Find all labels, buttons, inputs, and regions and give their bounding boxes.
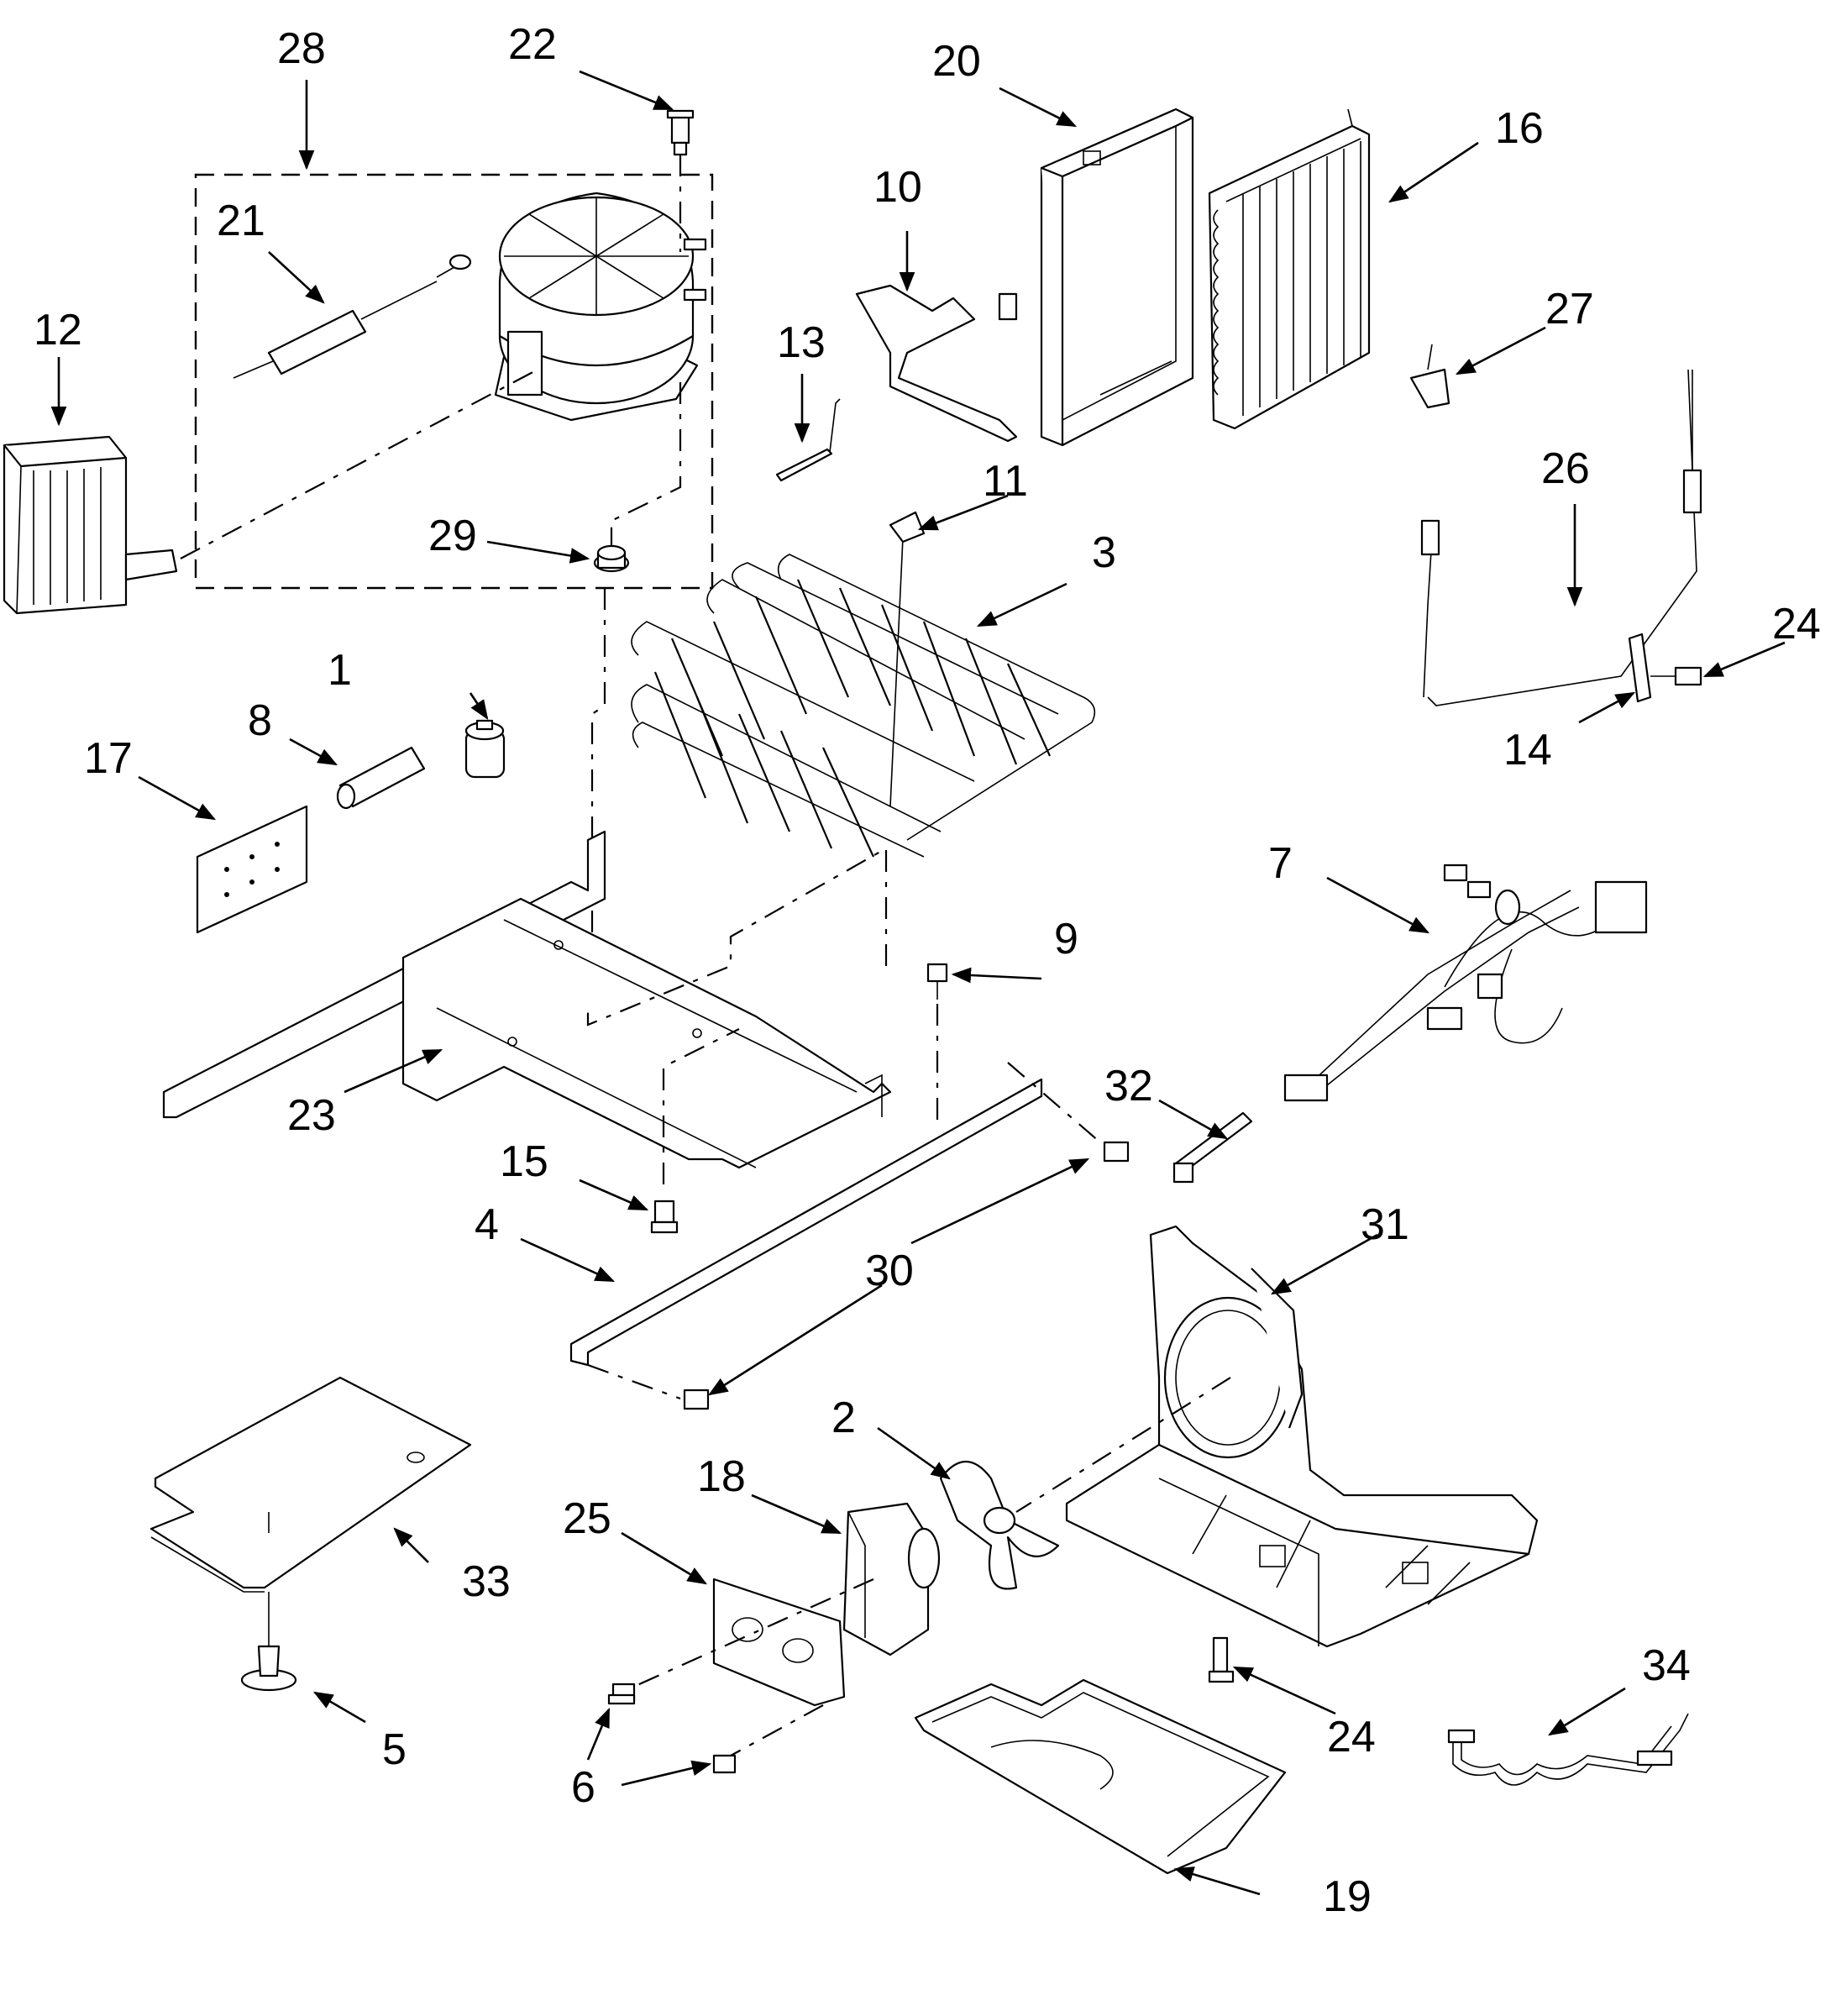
callout-11: 11 [983, 457, 1028, 506]
callout-15: 15 [500, 1137, 548, 1186]
callout-32: 32 [1104, 1062, 1153, 1110]
drain-pan-part [914, 1678, 1287, 1875]
screw-6b-part [712, 1754, 737, 1774]
tube-13-part [775, 398, 841, 482]
screw-22-part [666, 109, 695, 252]
callout-18: 18 [697, 1452, 746, 1501]
callout-28: 28 [277, 24, 326, 73]
callout-8: 8 [248, 696, 272, 745]
cable-tie-part [1172, 1111, 1253, 1184]
cover-panel-part [150, 1376, 472, 1651]
leader-arrows [50, 70, 1786, 1896]
callout-12: 12 [34, 306, 82, 354]
grommet-part [593, 544, 630, 573]
callout-24a: 24 [1772, 600, 1821, 648]
callout-10: 10 [873, 163, 922, 212]
frame-rail-part [162, 830, 892, 1169]
callout-25: 25 [563, 1494, 611, 1543]
clip-part [1409, 344, 1450, 409]
callout-23: 23 [287, 1091, 336, 1140]
start-device-part [233, 254, 472, 379]
callout-3: 3 [1092, 528, 1116, 577]
wire-harness-part [1283, 864, 1648, 1102]
callout-7: 7 [1268, 839, 1293, 888]
callout-1: 1 [328, 646, 352, 695]
screw-30b-part [587, 1363, 710, 1410]
tube-insulation-part [336, 746, 426, 810]
heater-part [1447, 1713, 1689, 1786]
callout-2: 2 [831, 1394, 856, 1442]
callout-14: 14 [1503, 726, 1552, 774]
screw-24-part [1208, 1636, 1235, 1683]
rail-part [569, 1074, 1043, 1367]
fan-motor-part [842, 1502, 941, 1656]
pad-17-part [196, 805, 308, 934]
callout-9: 9 [1054, 915, 1078, 963]
callout-4: 4 [475, 1200, 499, 1249]
callout-19: 19 [1323, 1872, 1372, 1921]
callout-33: 33 [462, 1557, 511, 1606]
condenser-part [1208, 108, 1371, 430]
compressor-part [494, 192, 707, 422]
screw-6a-part [607, 1683, 636, 1705]
fan-shroud-part [1065, 1225, 1539, 1648]
fan-blade-part [939, 1460, 1060, 1590]
callout-6: 6 [571, 1763, 595, 1812]
drain-tube-part [855, 284, 1018, 443]
motor-bracket-part [712, 1578, 846, 1707]
callout-13: 13 [777, 318, 826, 367]
thermistor-wire-part [1420, 369, 1702, 706]
compressor-group-outline [194, 173, 714, 590]
callout-34: 34 [1642, 1641, 1691, 1690]
callout-labels: 1 2 3 4 5 6 7 8 9 10 11 12 13 14 15 16 1… [34, 20, 1821, 1921]
screw-9-part [926, 963, 948, 1126]
callout-20: 20 [932, 37, 981, 86]
callout-16: 16 [1495, 104, 1544, 153]
callout-17: 17 [84, 734, 133, 783]
clamp-14-part [1628, 633, 1702, 703]
callout-26: 26 [1541, 444, 1590, 493]
callout-31: 31 [1361, 1200, 1409, 1249]
callout-22: 22 [508, 20, 557, 69]
callout-27: 27 [1545, 285, 1594, 333]
callout-21: 21 [217, 197, 265, 245]
callout-5: 5 [382, 1725, 407, 1774]
evaporator-part [631, 511, 1096, 858]
push-pin-part [240, 1645, 297, 1692]
capacitor-part [464, 719, 506, 779]
condenser-shroud-part [1040, 108, 1194, 447]
control-module-part [3, 435, 178, 615]
callout-24b: 24 [1327, 1713, 1376, 1761]
callout-30: 30 [865, 1247, 914, 1295]
screw-15-part [650, 1200, 679, 1234]
screw-30a-part [1007, 1062, 1130, 1163]
callout-29: 29 [428, 512, 477, 560]
